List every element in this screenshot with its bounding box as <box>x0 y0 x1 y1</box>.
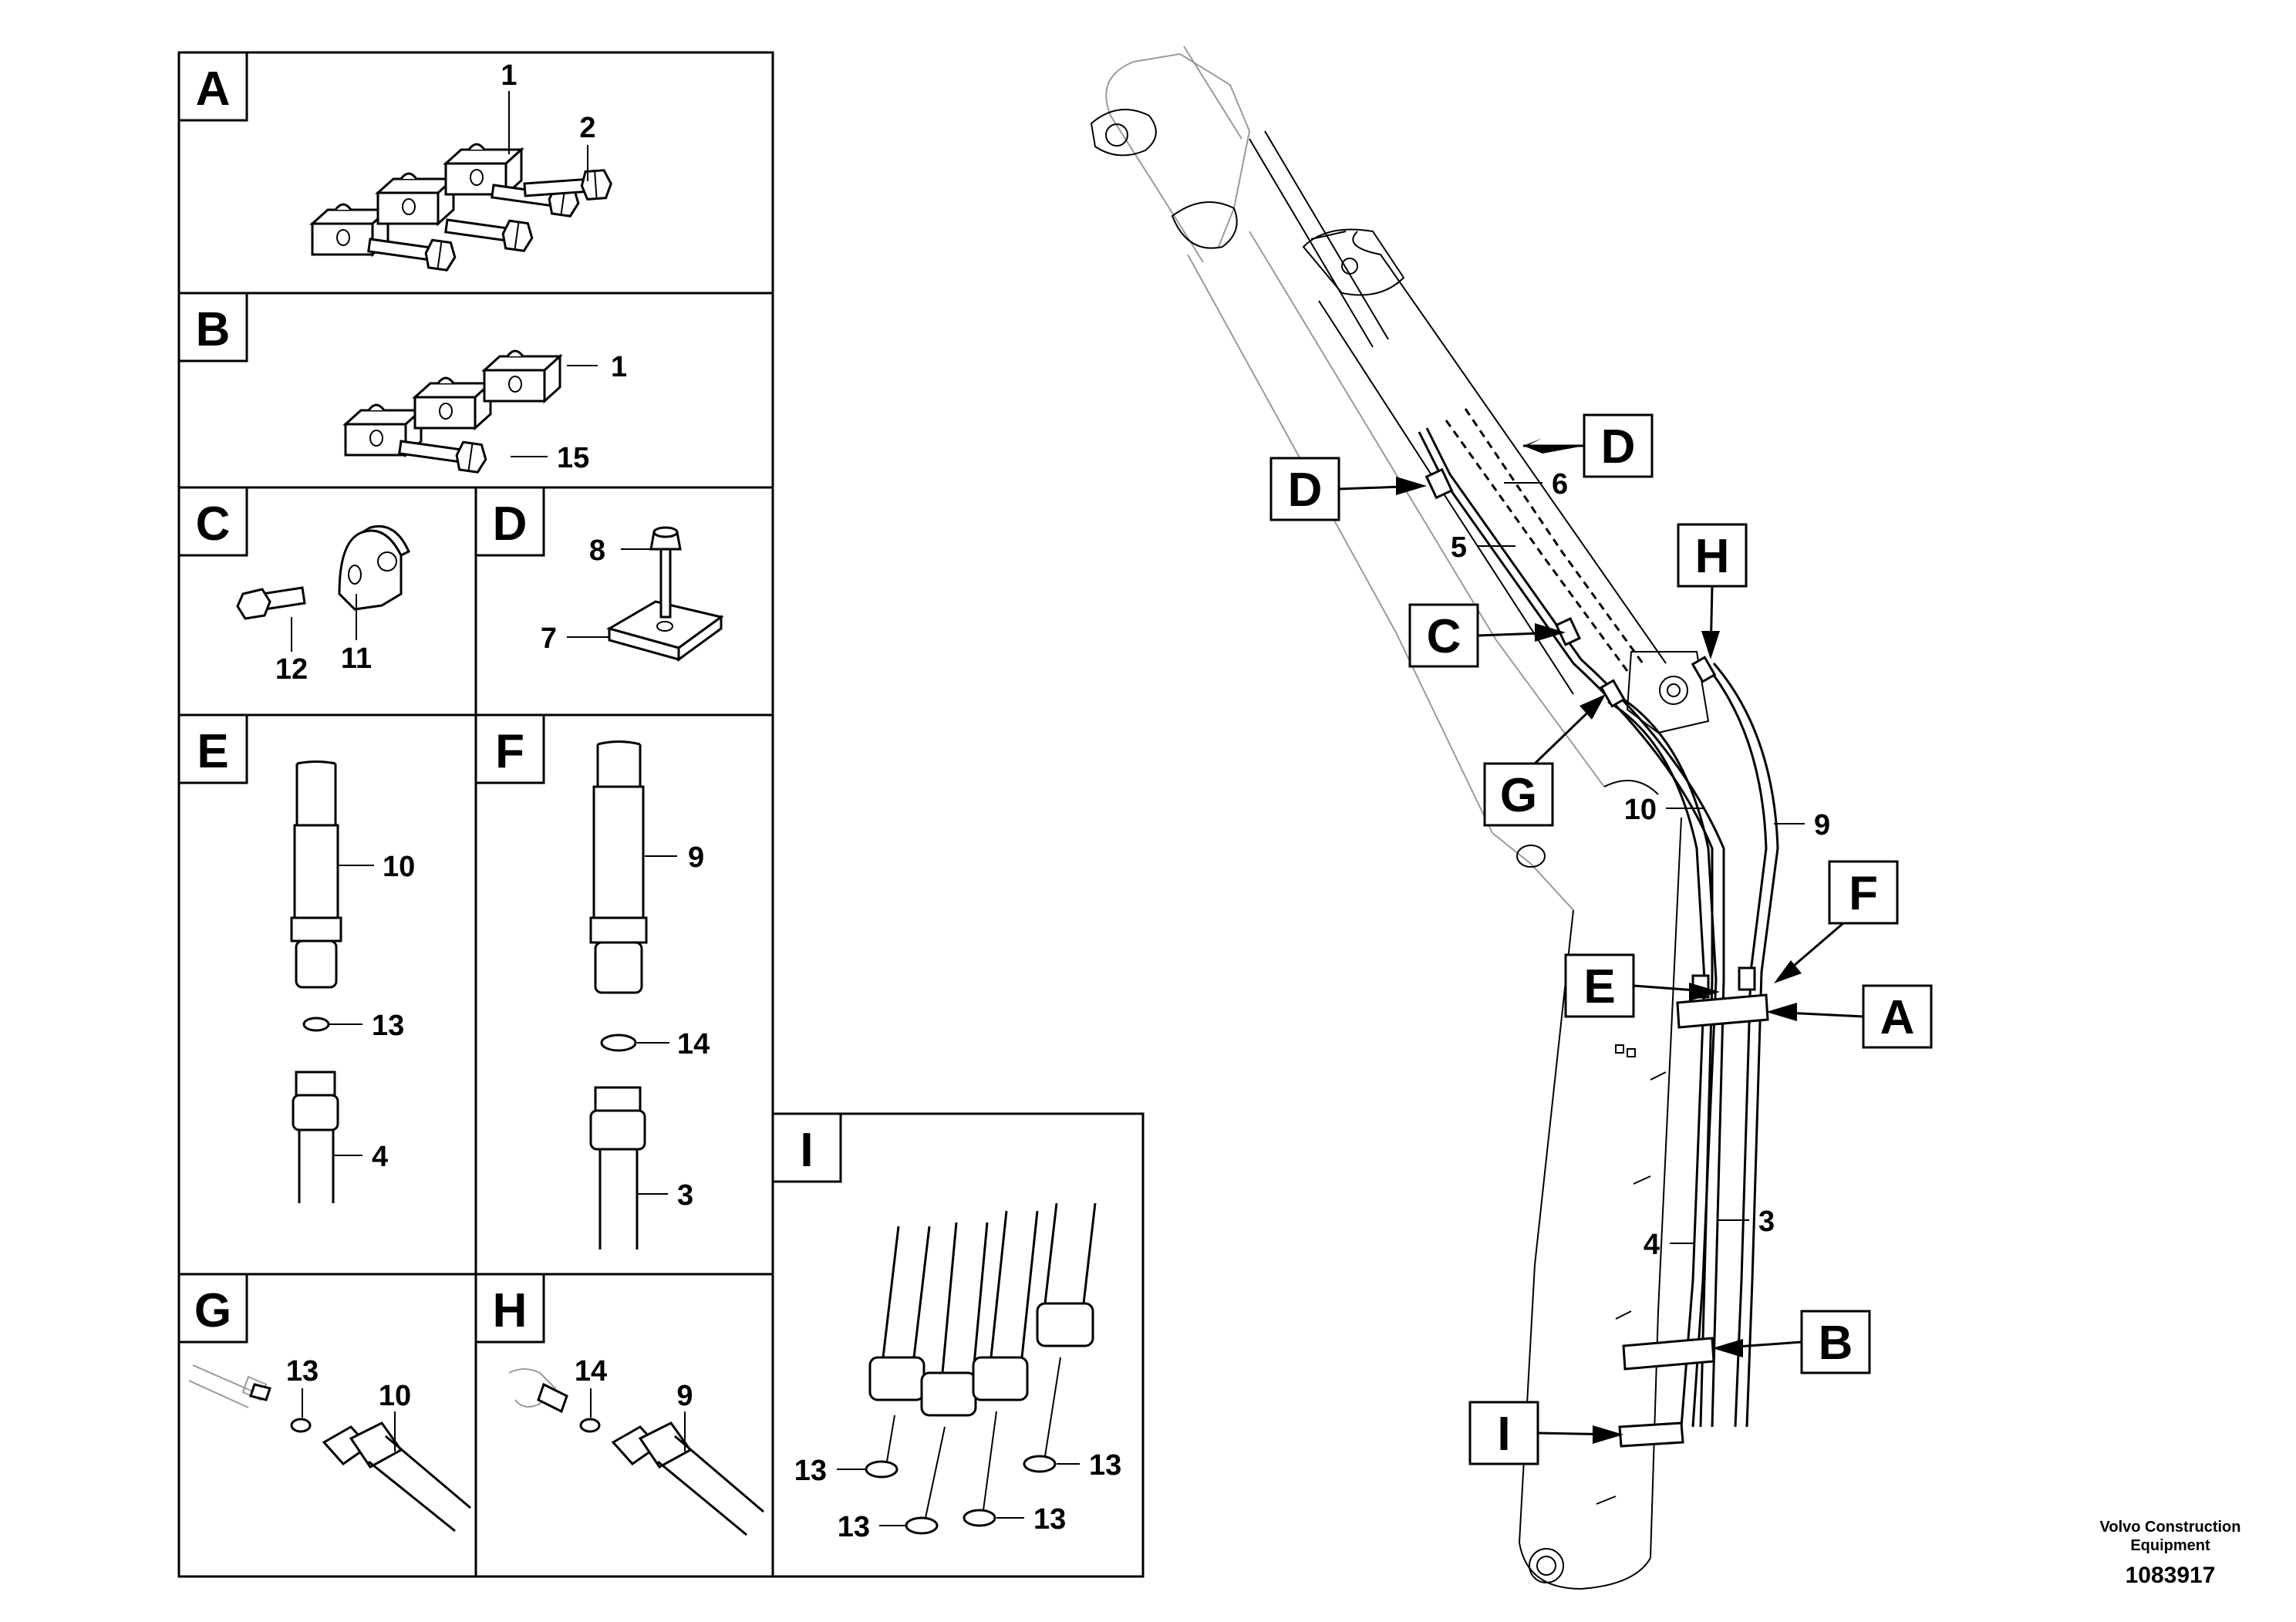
panel-letter-c: C <box>196 497 231 551</box>
overview-part-numbers: 6 5 10 9 3 4 <box>1451 468 1830 1261</box>
part-number-label: 4 <box>1644 1229 1660 1261</box>
part-number-label: 7 <box>541 622 557 655</box>
panel-c: C 12 11 <box>177 486 410 686</box>
callout-e: E <box>1583 960 1615 1013</box>
part-number-label: 3 <box>1758 1206 1775 1238</box>
panel-letter-d: D <box>493 497 528 551</box>
footer: Volvo Construction Equipment 1083917 <box>2100 1519 2241 1588</box>
part-number-label: 10 <box>379 1380 411 1412</box>
company-name-line1: Volvo Construction <box>2100 1519 2241 1536</box>
part-number-label: 1 <box>611 351 627 383</box>
part-number-label: 12 <box>275 653 308 686</box>
part-number-label: 1 <box>501 59 517 92</box>
part-number-label: 10 <box>383 851 415 883</box>
callout-f: F <box>1849 867 1878 920</box>
part-number-label: 10 <box>1624 794 1657 826</box>
callout-a: A <box>1880 991 1915 1044</box>
part-number-label: 4 <box>372 1141 388 1173</box>
part-number-label: 2 <box>579 112 595 144</box>
plate-d <box>606 600 724 662</box>
part-number-label: 13 <box>286 1355 319 1388</box>
part-number-label: 13 <box>372 1010 404 1042</box>
hose-fitting-e <box>290 760 342 1203</box>
panel-letter-i: I <box>800 1124 813 1177</box>
callout-d-left: D <box>1288 464 1323 517</box>
o-rings-i <box>865 1357 1061 1535</box>
bolt-d <box>649 526 682 619</box>
panel-b: B 1 15 <box>177 292 627 474</box>
drawing-number: 1083917 <box>2126 1563 2216 1588</box>
clamp-assembly-a <box>311 143 614 272</box>
part-number-label: 3 <box>677 1179 693 1212</box>
part-number-label: 15 <box>557 442 589 474</box>
callout-b: B <box>1819 1317 1853 1370</box>
part-number-label: 6 <box>1552 468 1568 501</box>
clamp-assembly-b <box>344 349 561 474</box>
part-number-label: 14 <box>575 1355 607 1388</box>
part-number-label: 11 <box>341 642 372 675</box>
panel-f: F 9 14 3 <box>474 713 710 1249</box>
callout-i: I <box>1497 1408 1510 1461</box>
panel-letter-g: G <box>194 1284 231 1337</box>
callout-c: C <box>1427 610 1462 663</box>
callout-h: H <box>1695 530 1730 583</box>
panel-letter-e: E <box>197 725 228 778</box>
panel-letter-f: F <box>495 725 524 778</box>
panel-i: I 13 13 13 13 <box>771 1112 1121 1543</box>
callout-d-upper: D <box>1601 420 1636 474</box>
panel-a: A 1 2 <box>177 51 614 272</box>
fitting-h <box>508 1368 764 1536</box>
part-number-label: 13 <box>838 1511 870 1543</box>
boom-overview <box>1090 46 1779 1590</box>
bolt-c <box>236 586 306 620</box>
part-number-label: 5 <box>1451 531 1467 564</box>
clamp-c <box>338 524 410 611</box>
part-number-label: 8 <box>589 534 605 567</box>
part-number-label: 9 <box>1814 809 1830 841</box>
part-number-label: 13 <box>1089 1449 1121 1482</box>
panel-letter-b: B <box>196 303 231 356</box>
callout-g: G <box>1500 769 1537 822</box>
part-number-label: 13 <box>1033 1503 1066 1536</box>
panel-e: E 10 13 4 <box>177 713 415 1203</box>
panel-letter-a: A <box>196 62 231 116</box>
part-number-label: 9 <box>676 1380 693 1412</box>
fitting-g <box>188 1364 471 1533</box>
part-number-label: 14 <box>677 1028 710 1061</box>
panel-g: G 13 10 <box>177 1273 471 1533</box>
hose-ends-i <box>868 1202 1097 1417</box>
detail-grid <box>177 51 1145 1578</box>
panel-h: H 14 9 <box>474 1273 764 1536</box>
panel-letter-h: H <box>493 1284 528 1337</box>
overview-callouts: D D H C G F E A <box>1269 413 1933 1465</box>
panel-d: D 8 7 <box>474 486 724 662</box>
part-number-label: 13 <box>794 1455 827 1487</box>
company-name-line2: Equipment <box>2130 1537 2210 1554</box>
part-number-label: 9 <box>688 841 704 874</box>
hose-fitting-f <box>589 740 648 1249</box>
